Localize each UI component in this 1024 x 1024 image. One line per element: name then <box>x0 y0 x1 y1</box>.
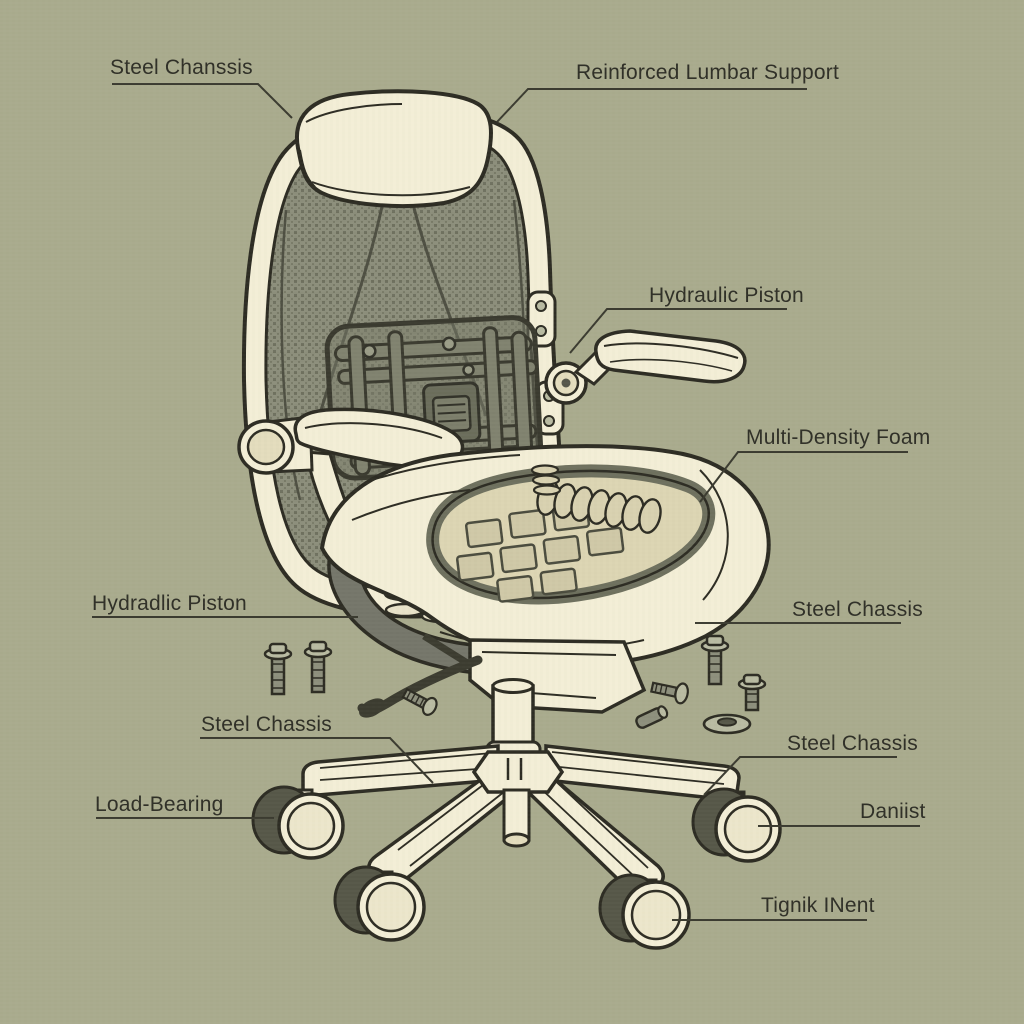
bottom-caster <box>598 873 691 950</box>
five-star-base <box>301 678 741 899</box>
part-label-load-bearing: Load-Bearing <box>95 793 224 816</box>
right-armrest <box>544 329 747 405</box>
part-label-multi-density-foam: Multi-Density Foam <box>746 426 931 449</box>
part-label-steel-chassis-seat: Steel Chassis <box>792 598 923 621</box>
bolt-icon <box>700 634 730 686</box>
washer-icon <box>702 713 752 735</box>
screw-icon <box>401 687 438 716</box>
screw-icon <box>650 681 689 705</box>
leader-lines <box>92 83 920 921</box>
leader-steel-chanssis <box>112 83 293 119</box>
leader-hydraulic-piston <box>569 308 787 354</box>
bolt-icon <box>303 640 333 694</box>
part-label-tignik-inent: Tignik INent <box>761 894 875 917</box>
leader-multi-density-foam <box>699 451 908 503</box>
loose-hardware <box>263 634 767 735</box>
leader-reinforced-lumbar-support <box>496 88 807 123</box>
part-label-steel-chanssis: Steel Chanssis <box>110 56 253 79</box>
part-label-steel-chassis-base-left: Steel Chassis <box>201 713 332 736</box>
headrest <box>294 89 493 208</box>
part-label-hydraulic-piston: Hydraulic Piston <box>649 284 804 307</box>
part-label-hydradlic-piston: Hydradlic Piston <box>92 592 247 615</box>
part-label-daniist: Daniist <box>860 800 926 823</box>
leader-steel-chassis-base-right <box>703 756 897 796</box>
leader-steel-chassis-base-left <box>200 737 434 784</box>
bolt-icon <box>263 642 293 696</box>
left-caster <box>251 785 345 860</box>
right-caster <box>691 787 782 863</box>
front-left-caster <box>333 865 426 942</box>
seat-cushion <box>319 444 771 667</box>
part-label-reinforced-lumbar-support: Reinforced Lumbar Support <box>576 61 839 84</box>
part-label-steel-chassis-base-right: Steel Chassis <box>787 732 918 755</box>
left-armrest <box>237 407 465 534</box>
pin-icon <box>635 705 669 729</box>
bolt-icon <box>737 673 767 712</box>
